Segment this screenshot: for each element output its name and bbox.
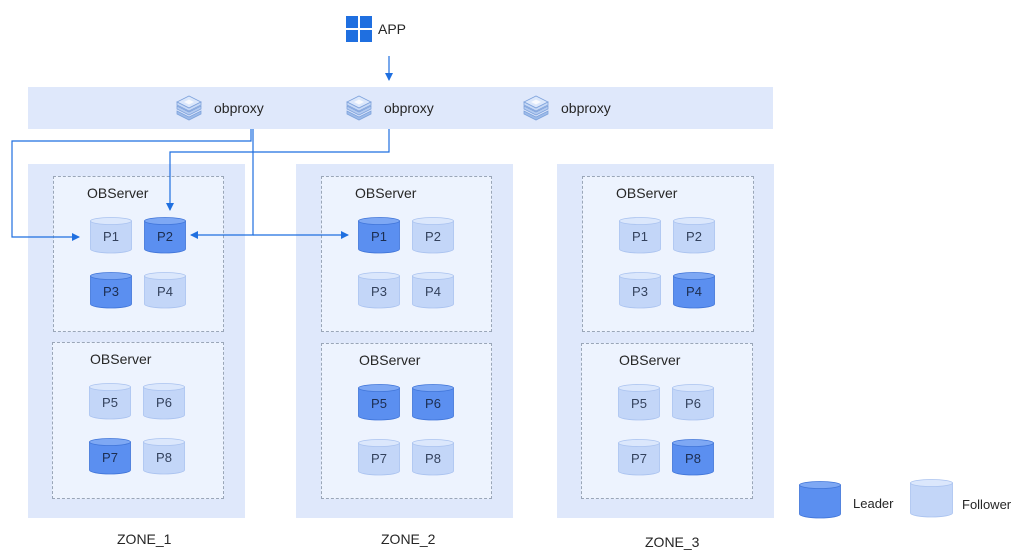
partition-label: P6 [425,396,441,411]
partition-label: P4 [157,284,173,299]
proxy-node: obproxy [521,93,651,123]
partition-follower: P2 [412,217,454,254]
observer-title: OBServer [359,352,421,368]
proxy-stack-icon [523,95,549,121]
partition-label: P2 [686,229,702,244]
partition-label: P4 [425,284,441,299]
partition-leader: P6 [412,384,454,421]
proxy-node: obproxy [174,93,304,123]
partition-label: P2 [157,229,173,244]
partition-label: P6 [156,395,172,410]
partition-label: P3 [371,284,387,299]
partition-follower: P1 [90,217,132,254]
partition-label: P1 [632,229,648,244]
zone-label: ZONE_2 [381,531,436,547]
observer-title: OBServer [87,185,149,201]
partition-follower: P1 [619,217,661,254]
partition-leader: P8 [672,439,714,476]
arrow-proxy1-to-zone1-p1 [11,129,252,241]
zone-label: ZONE_3 [645,534,700,550]
partition-label: P7 [371,451,387,466]
legend-leader-icon [799,481,841,519]
partition-label: P3 [103,284,119,299]
partition-label: P5 [631,396,647,411]
observer-title: OBServer [355,185,417,201]
partition-label: P1 [371,229,387,244]
observer-title: OBServer [90,351,152,367]
arrow-proxy1-to-zone1-p2 [190,129,254,239]
partition-label: P8 [156,450,172,465]
partition-follower: P3 [358,272,400,309]
partition-follower: P3 [619,272,661,309]
observer-title: OBServer [616,185,678,201]
zone-label: ZONE_1 [117,531,172,547]
proxy-stack-icon [176,95,202,121]
arrow-proxy2-to-zone1-p2 [166,129,390,211]
partition-follower: P5 [618,384,660,421]
partition-follower: P6 [672,384,714,421]
partition-follower: P8 [412,439,454,476]
partition-follower: P4 [144,272,186,309]
app-node: APP [344,14,424,44]
partition-label: P7 [102,450,118,465]
partition-follower: P5 [89,383,131,420]
observer-title: OBServer [619,352,681,368]
partition-follower: P8 [143,438,185,475]
partition-leader: P5 [358,384,400,421]
legend-leader-label: Leader [853,496,894,511]
partition-follower: P2 [673,217,715,254]
partition-label: P6 [685,396,701,411]
partition-leader: P1 [358,217,400,254]
legend-follower-label: Follower [962,497,1012,512]
proxy-label: obproxy [561,100,611,116]
proxy-label: obproxy [214,100,264,116]
partition-label: P2 [425,229,441,244]
partition-follower: P6 [143,383,185,420]
partition-leader: P4 [673,272,715,309]
proxy-stack-icon [346,95,372,121]
partition-leader: P7 [89,438,131,475]
windows-grid-icon [346,16,372,42]
proxy-bar [28,87,773,129]
partition-leader: P2 [144,217,186,254]
app-label: APP [378,21,407,37]
partition-leader: P3 [90,272,132,309]
partition-follower: P4 [412,272,454,309]
partition-follower: P7 [618,439,660,476]
partition-label: P5 [371,396,387,411]
partition-follower: P7 [358,439,400,476]
legend-follower-icon [910,479,953,518]
partition-label: P1 [103,229,119,244]
proxy-node: obproxy [344,93,474,123]
proxy-label: obproxy [384,100,434,116]
partition-label: P3 [632,284,648,299]
partition-label: P4 [686,284,702,299]
partition-label: P8 [425,451,441,466]
partition-label: P5 [102,395,118,410]
partition-label: P8 [685,451,701,466]
partition-label: P7 [631,451,647,466]
